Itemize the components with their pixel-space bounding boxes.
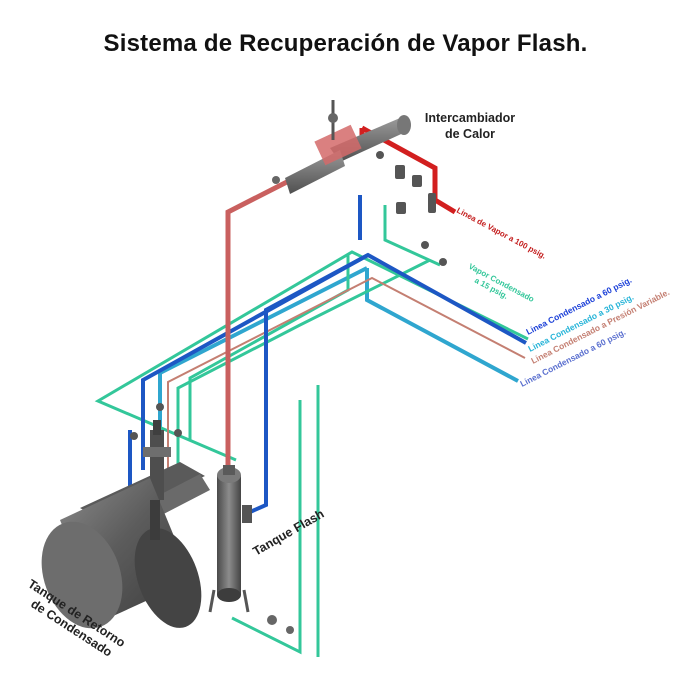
flash-tank (208, 465, 294, 634)
steam-line-label: Linea de Vapor a 100 psig. (455, 206, 548, 261)
heat-exchanger-label-1: Intercambiador (425, 111, 515, 125)
variable-pressure-pipe (167, 276, 526, 470)
blue-condensate-pipe (128, 195, 527, 514)
valve-cluster (130, 151, 447, 440)
page-title: Sistema de Recuperación de Vapor Flash. (103, 30, 588, 57)
flash-tank-label: Tanque Flash (251, 507, 327, 559)
condensate-return-tank (41, 420, 210, 629)
heat-exchanger (272, 100, 411, 194)
heat-exchanger-label-2: de Calor (445, 127, 495, 141)
